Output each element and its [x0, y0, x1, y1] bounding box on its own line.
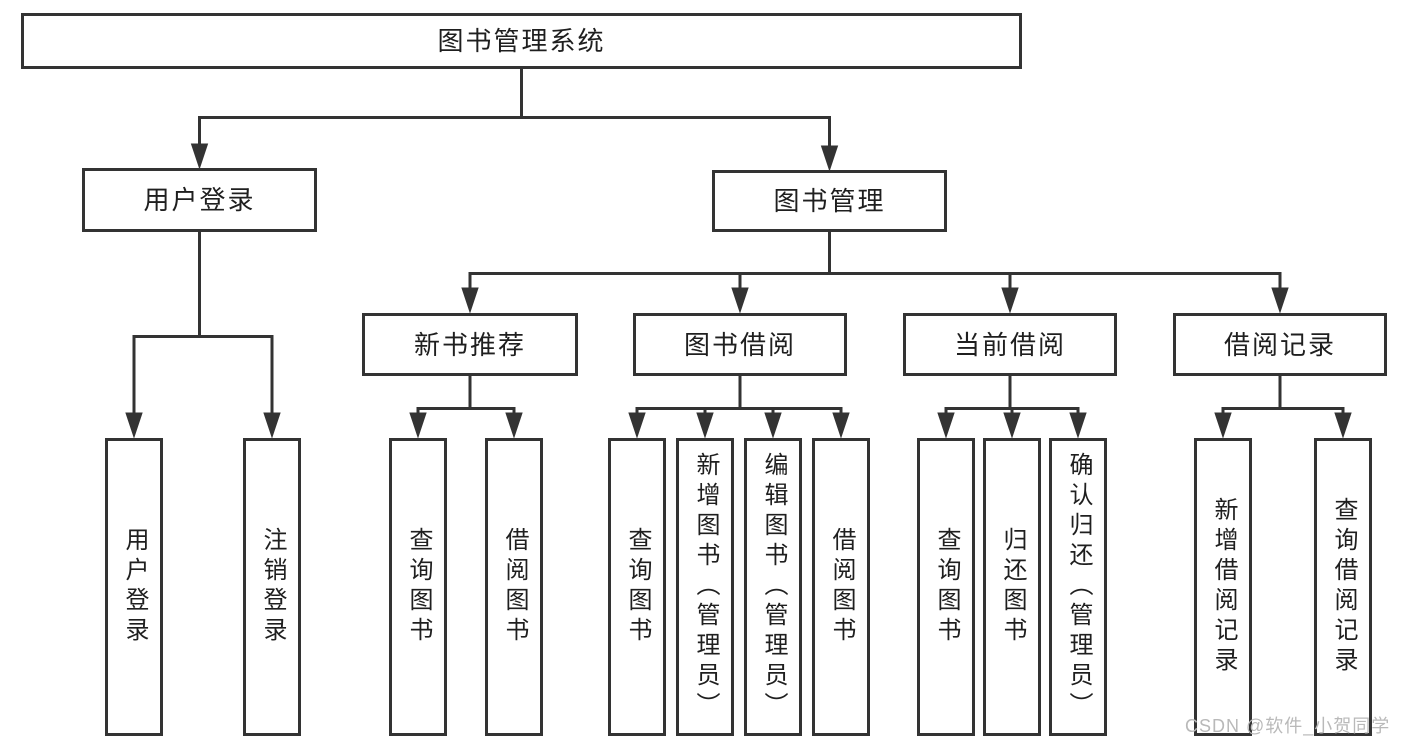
- node-label: 图书管理系统: [437, 26, 606, 56]
- arrowhead-icon: [505, 412, 523, 439]
- leaf-return-books: 归还图书: [983, 438, 1041, 736]
- leaf-confirm-return-admin: 确认归还（管理员）: [1049, 438, 1107, 736]
- leaf-edit-books-admin: 编辑图书（管理员）: [744, 438, 802, 736]
- arrowhead-icon: [696, 412, 714, 439]
- leaf-query-books: 查询图书: [389, 438, 447, 736]
- node-label: 用户登录: [121, 527, 148, 647]
- arrowhead-icon: [190, 143, 209, 170]
- leaf-query-borrow-record: 查询借阅记录: [1314, 438, 1372, 736]
- watermark: CSDN @软件_小贺同学: [1185, 716, 1391, 736]
- connector-book-borrowing-children: [628, 375, 850, 439]
- connector-borrowing-records-children: [1214, 375, 1352, 439]
- node-label: 查询图书: [405, 527, 432, 647]
- arrowhead-icon: [1069, 412, 1087, 439]
- node-library-management-system: 图书管理系统: [21, 13, 1022, 69]
- arrowhead-icon: [1001, 287, 1019, 314]
- arrowhead-icon: [461, 287, 479, 314]
- node-label: 图书借阅: [683, 329, 796, 360]
- connector-book-management-children: [461, 231, 1289, 314]
- leaf-user-login: 用户登录: [105, 438, 163, 736]
- arrowhead-icon: [409, 412, 427, 439]
- leaf-add-books-admin: 新增图书（管理员）: [676, 438, 734, 736]
- node-book-management: 图书管理: [712, 170, 947, 232]
- arrowhead-icon: [1003, 412, 1021, 439]
- node-label: 借阅记录: [1223, 329, 1336, 360]
- arrowhead-icon: [820, 145, 839, 172]
- arrowhead-icon: [764, 412, 782, 439]
- leaf-borrow-books: 借阅图书: [812, 438, 870, 736]
- connector-new-book-recommendation-children: [409, 375, 523, 439]
- node-label: 查询图书: [624, 527, 651, 647]
- node-user-login: 用户登录: [82, 168, 317, 232]
- arrowhead-icon: [628, 412, 646, 439]
- node-label: 用户登录: [143, 185, 256, 215]
- arrowhead-icon: [1271, 287, 1289, 314]
- arrowhead-icon: [832, 412, 850, 439]
- node-label: 新增借阅记录: [1210, 497, 1237, 677]
- node-book-borrowing: 图书借阅: [633, 313, 847, 376]
- arrowhead-icon: [263, 412, 281, 439]
- node-label: 查询图书: [933, 527, 960, 647]
- node-label: 注销登录: [259, 527, 286, 647]
- arrowhead-icon: [1334, 412, 1352, 439]
- arrowhead-icon: [1214, 412, 1232, 439]
- connector-user-login-children: [125, 231, 281, 439]
- leaf-query-books: 查询图书: [917, 438, 975, 736]
- leaf-add-borrow-record: 新增借阅记录: [1194, 438, 1252, 736]
- leaf-query-books: 查询图书: [608, 438, 666, 736]
- node-label: 图书管理: [773, 186, 886, 216]
- node-label: 确认归还（管理员）: [1065, 452, 1092, 722]
- arrowhead-icon: [125, 412, 143, 439]
- node-label: 查询借阅记录: [1330, 497, 1357, 677]
- node-label: 归还图书: [999, 527, 1026, 647]
- node-label: 当前借阅: [953, 329, 1066, 360]
- node-label: 编辑图书（管理员）: [760, 452, 787, 722]
- node-label: 新增图书（管理员）: [692, 452, 719, 722]
- leaf-borrow-books: 借阅图书: [485, 438, 543, 736]
- node-label: 借阅图书: [501, 527, 528, 647]
- node-label: 新书推荐: [413, 329, 526, 360]
- arrowhead-icon: [731, 287, 749, 314]
- leaf-logout: 注销登录: [243, 438, 301, 736]
- arrowhead-icon: [937, 412, 955, 439]
- node-new-book-recommendation: 新书推荐: [362, 313, 578, 376]
- connector-root-to-level2: [190, 67, 839, 172]
- node-label: 借阅图书: [828, 527, 855, 647]
- node-current-borrowing: 当前借阅: [903, 313, 1117, 376]
- node-borrowing-records: 借阅记录: [1173, 313, 1387, 376]
- connector-current-borrowing-children: [937, 375, 1087, 439]
